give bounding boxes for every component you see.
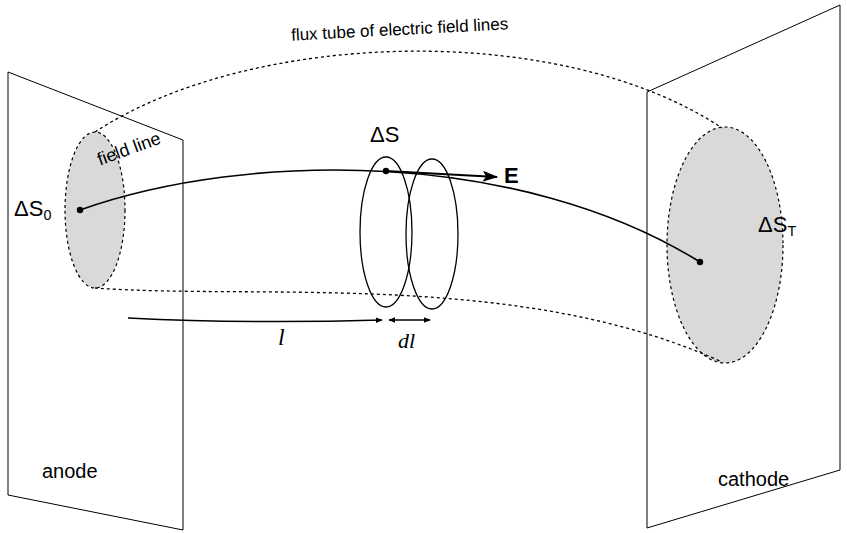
- cathode-section: [667, 127, 783, 363]
- dl-arrow: [389, 319, 430, 320]
- area-label: ΔS: [370, 122, 399, 147]
- electrode-label: cathode: [718, 468, 789, 491]
- tube-label: flux tube of electric field lines: [291, 14, 509, 45]
- dot: [697, 259, 703, 265]
- vector-label: E: [504, 163, 519, 188]
- section-ring: [360, 157, 412, 307]
- length-arrow: [128, 318, 382, 322]
- anode-plane: [8, 72, 183, 530]
- electrode-label: anode: [42, 460, 98, 483]
- section-ring: [406, 159, 458, 309]
- e-vector: [386, 171, 497, 177]
- area-label: ΔST: [758, 212, 796, 239]
- tube-wall: [95, 288, 722, 362]
- length-label: l: [278, 324, 285, 352]
- length-label: dl: [398, 328, 415, 353]
- cathode-plane: [647, 5, 840, 528]
- field-line: [80, 170, 700, 262]
- area-label: ΔS0: [14, 196, 51, 223]
- tube-wall: [95, 51, 722, 132]
- dot: [77, 207, 83, 213]
